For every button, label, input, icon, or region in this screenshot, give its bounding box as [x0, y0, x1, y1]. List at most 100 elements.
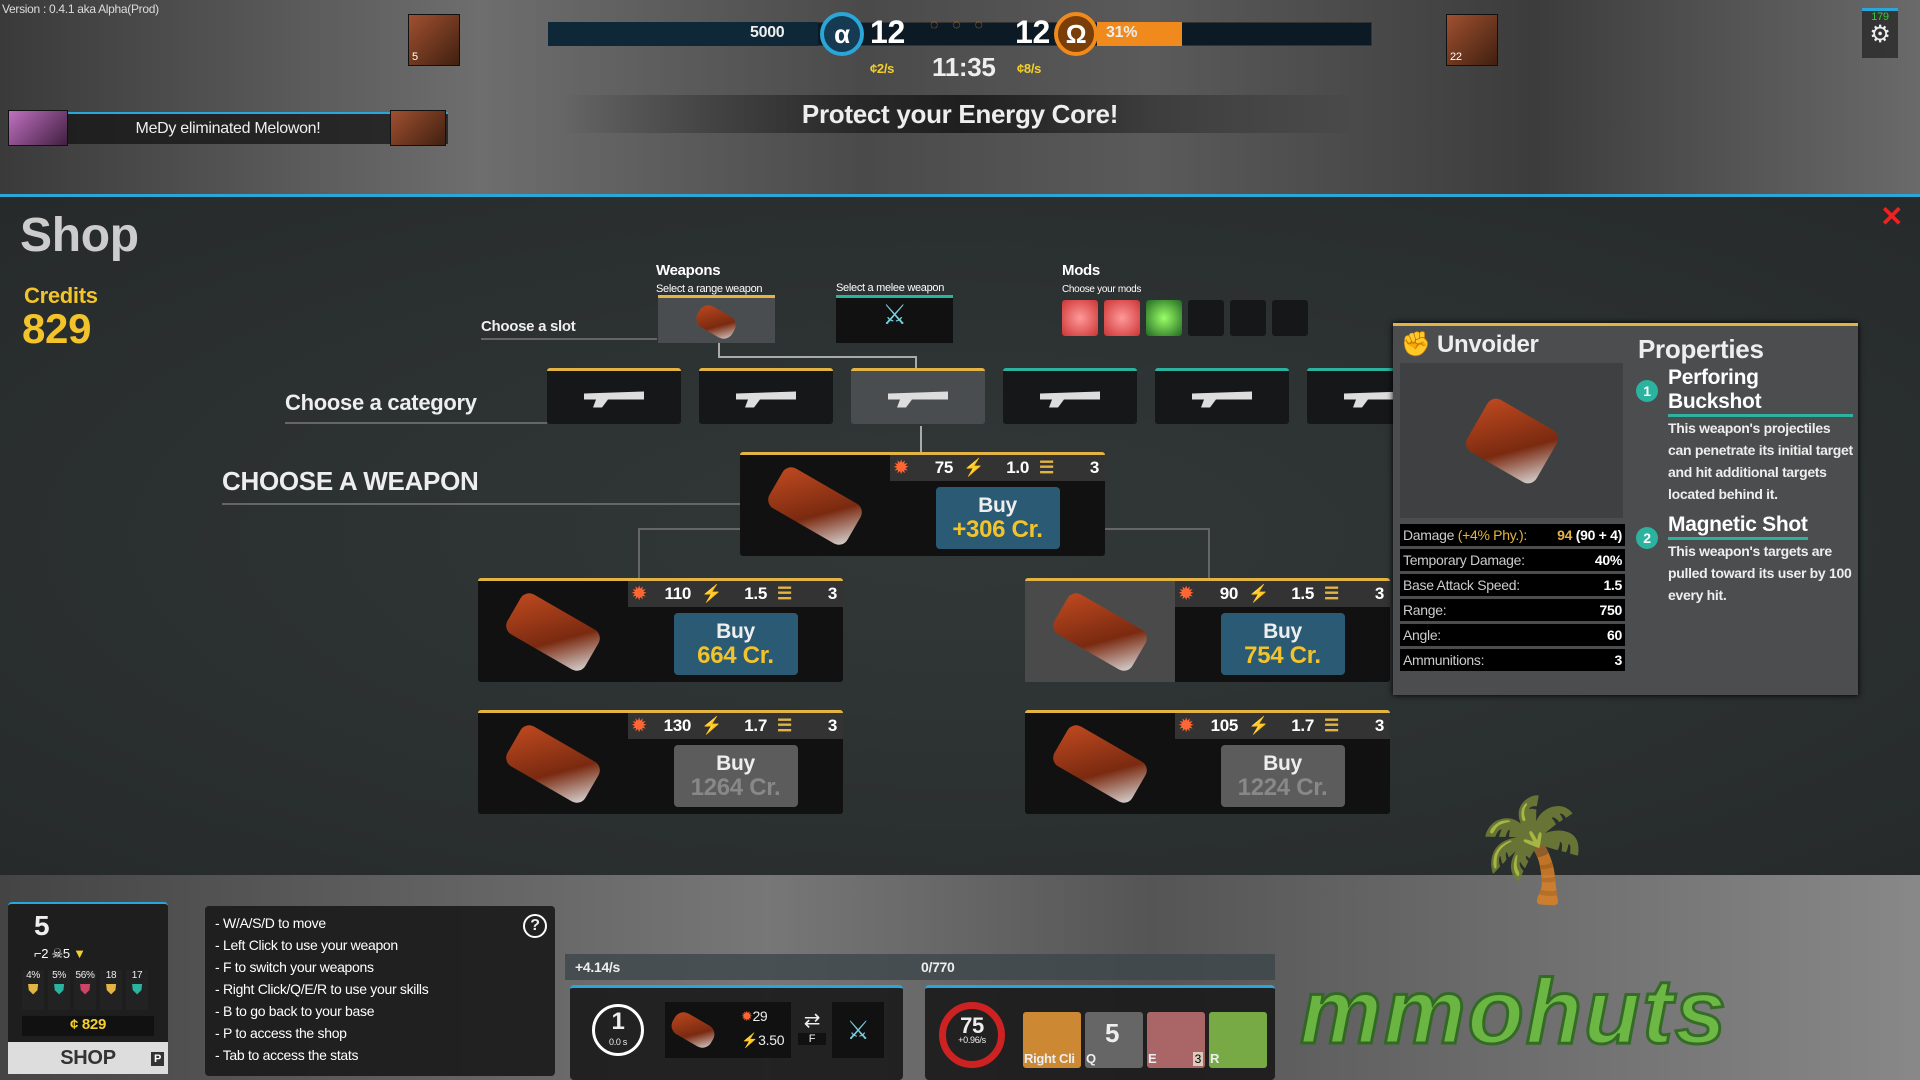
range-weapon-label: Select a range weapon	[656, 283, 763, 295]
switch-weapon-button[interactable]: ⇄F	[798, 1008, 826, 1060]
stat-value: 40%	[1594, 552, 1622, 568]
skill-slot[interactable]: R	[1209, 1012, 1267, 1068]
gun-icon: ⌐	[34, 946, 42, 961]
weapon-damage: 90	[1219, 584, 1239, 603]
weapon-category-6[interactable]	[1307, 368, 1393, 424]
mod-slot-filled[interactable]	[1062, 300, 1098, 336]
weapon-image	[1025, 581, 1175, 682]
melee-weapon-slot[interactable]: ⚔	[836, 295, 953, 343]
enemy-portrait[interactable]: 22	[1446, 14, 1498, 66]
weapon-category-2[interactable]	[699, 368, 833, 424]
objective-banner: Protect your Energy Core!	[560, 95, 1360, 133]
skill-key: Right Cli	[1024, 1051, 1075, 1066]
alpha-kills: 12	[870, 14, 905, 50]
mod-slot-empty[interactable]	[1230, 300, 1266, 336]
weapon-category-5[interactable]	[1155, 368, 1289, 424]
skill-slot[interactable]: Right Cli	[1023, 1012, 1081, 1068]
weapon-thumbnail	[1049, 589, 1151, 674]
health-regen: +0.96/s	[958, 1035, 986, 1045]
range-weapon-slot[interactable]	[658, 295, 775, 343]
ally-level: 5	[412, 51, 418, 63]
help-line: - B to go back to your base	[215, 1003, 375, 1019]
weapon-thumbnail	[502, 721, 604, 806]
alpha-income: ¢2/s	[870, 61, 895, 76]
tree-connector	[915, 356, 917, 372]
stat-label: Ammunitions:	[1403, 652, 1485, 668]
weapon-category-4[interactable]	[1003, 368, 1137, 424]
mod-slot-empty[interactable]	[1272, 300, 1308, 336]
health-value: 75	[960, 1013, 984, 1038]
victim-portrait	[390, 110, 446, 146]
buy-label: Buy	[716, 752, 755, 775]
ally-portrait[interactable]: 5	[408, 14, 460, 66]
buy-label: Buy	[978, 494, 1017, 517]
property-description: This weapon's targets are pulled toward …	[1668, 543, 1852, 603]
stat-bonus: (+4% Phy.):	[1457, 527, 1528, 543]
melee-weapon-icon[interactable]: ⚔	[832, 1002, 884, 1058]
shield-icon: ⛊	[53, 981, 65, 997]
weapon-image	[740, 455, 890, 556]
player-stat-value: 4%	[26, 970, 40, 981]
equipped-weapon[interactable]: ✹29 ⚡3.50	[665, 1002, 791, 1058]
shop-title: Shop	[20, 209, 139, 262]
mod-slot-filled[interactable]	[1104, 300, 1140, 336]
player-stat: 56%⛊	[74, 970, 96, 1010]
weapon-category-1[interactable]	[547, 368, 681, 424]
buy-button[interactable]: Buy+306 Cr.	[935, 487, 1060, 549]
damage-icon: ✹	[1179, 584, 1193, 603]
melee-blades-icon: ⚔	[882, 299, 907, 330]
weapon-category-3[interactable]	[851, 368, 985, 424]
damage-icon: ✹	[632, 716, 646, 735]
help-icon[interactable]: ?	[523, 914, 547, 938]
settings-button[interactable]: 179 ⚙	[1862, 8, 1898, 58]
help-line: - Right Click/Q/E/R to use your skills	[215, 981, 429, 997]
stat-row: Angle:60	[1400, 624, 1625, 646]
mod-slot-filled[interactable]	[1146, 300, 1182, 336]
weapon-category-icon	[1344, 391, 1393, 408]
alpha-score: 5000	[750, 24, 785, 41]
buy-price: 754 Cr.	[1244, 642, 1321, 669]
weapon-thumbnail	[764, 463, 866, 548]
player-stat: 5%⛊	[48, 970, 70, 1010]
player-kills: 2	[41, 946, 49, 961]
weapon-stats-bar: ✹110⚡1.5☰3	[628, 581, 843, 607]
close-icon[interactable]: ✕	[1880, 201, 1904, 232]
weapon-ammo: 3	[827, 716, 838, 735]
buy-label: Buy	[1263, 620, 1302, 643]
stat-value: 60	[1607, 627, 1622, 643]
skill-cooldown: 5	[1105, 1018, 1120, 1048]
mod-slot-empty[interactable]	[1188, 300, 1224, 336]
ammo-icon: ☰	[1323, 716, 1339, 735]
buy-price: +306 Cr.	[952, 516, 1043, 543]
cooldown-sub: 0.0 s	[608, 1037, 627, 1047]
omega-income: ¢8/s	[1017, 61, 1042, 76]
stat-label: Temporary Damage:	[1403, 552, 1525, 568]
weapon-preview	[1400, 363, 1623, 518]
ammo-icon: ☰	[1323, 584, 1339, 603]
player-stat: 17⛊	[126, 970, 148, 1010]
weapon-image	[1025, 713, 1175, 814]
xp-value: 0/770	[921, 959, 955, 975]
choose-weapon-label: CHOOSE A WEAPON	[222, 466, 740, 505]
speed-icon: ⚡	[701, 716, 722, 735]
melee-weapon-label: Select a melee weapon	[836, 282, 945, 294]
speed-icon: ⚡	[1248, 716, 1269, 735]
buy-label: Buy	[1263, 752, 1302, 775]
shield-icon: ⛊	[105, 981, 117, 997]
